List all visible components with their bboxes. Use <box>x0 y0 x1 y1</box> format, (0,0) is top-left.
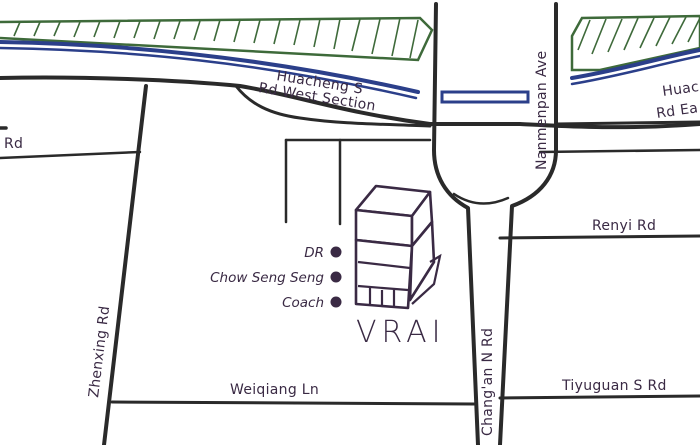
store-marker-chow-seng-seng[interactable]: Chow Seng Seng <box>210 270 342 286</box>
road-label-huacheng-east-2: Rd Ea <box>655 100 699 122</box>
building-icon <box>354 184 442 310</box>
road-label-nanmenpan: Nanmenpan Ave <box>534 51 550 170</box>
store-list: DR Chow Seng Seng Coach <box>210 245 342 311</box>
road-label-weiqiang: Weiqiang Ln <box>230 382 319 398</box>
road-label-huacheng-east-1: Huac <box>661 79 700 100</box>
road-label-changan: Chang'an N Rd <box>480 328 496 436</box>
road-label-left-rd: Rd <box>4 136 23 152</box>
road-labels: Huacheng S Rd West Section Huac Rd Ea Rd… <box>4 51 700 436</box>
river <box>0 40 700 104</box>
store-label: DR <box>304 245 324 261</box>
brand-logo-text: VRAI <box>356 315 446 350</box>
road-label-tiyuguan: Tiyuguan S Rd <box>561 378 667 394</box>
store-marker-dr[interactable]: DR <box>304 245 342 261</box>
road-label-renyi: Renyi Rd <box>592 218 656 234</box>
store-dot-icon <box>330 246 342 258</box>
greenbelt-right <box>570 14 700 72</box>
store-label: Coach <box>282 295 324 311</box>
store-dot-icon <box>330 296 342 308</box>
store-label: Chow Seng Seng <box>210 270 324 286</box>
store-marker-coach[interactable]: Coach <box>282 295 342 311</box>
store-dot-icon <box>330 271 342 283</box>
greenbelt-left <box>0 16 434 62</box>
